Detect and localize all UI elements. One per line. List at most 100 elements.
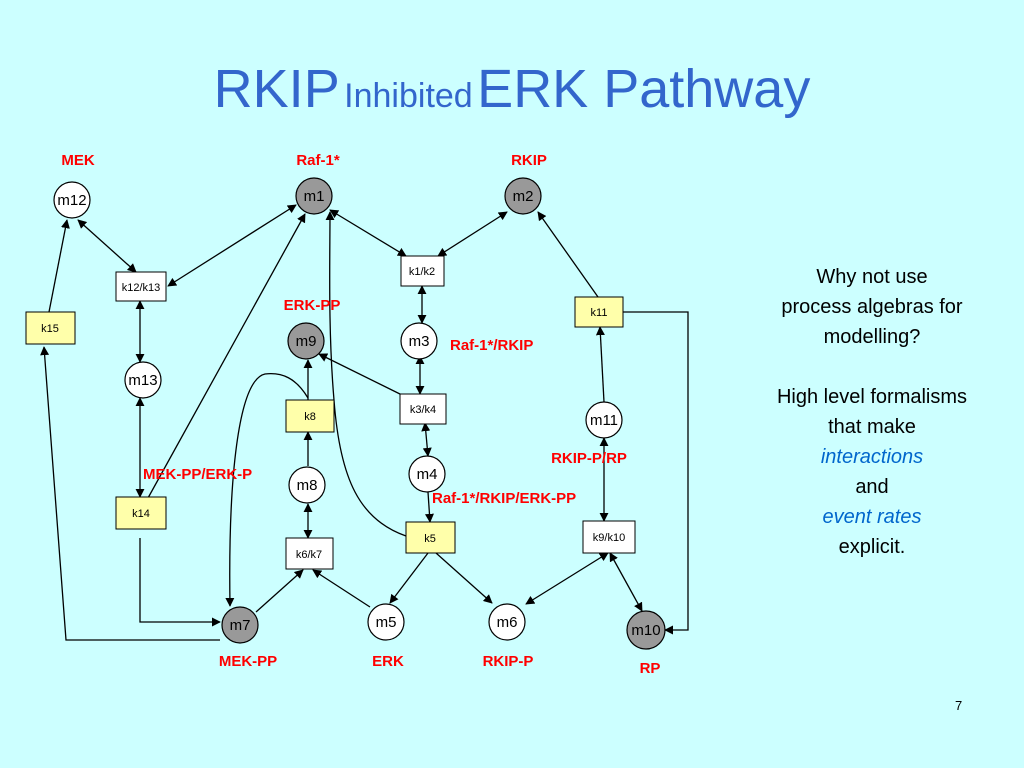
- edge-m7-k6k7: [255, 569, 304, 613]
- label-raf1rkiperkpp: Raf-1*/RKIP/ERK-PP: [432, 490, 576, 507]
- edge-k5-m5: [389, 552, 429, 604]
- node-m5-label: m5: [376, 614, 397, 631]
- node-m6: m6: [488, 603, 526, 641]
- title-part2: Inhibited: [344, 77, 473, 115]
- edge-m5-k6k7: [312, 569, 371, 608]
- node-m9: m9: [287, 322, 325, 360]
- reaction-k5-label: k5: [424, 533, 436, 545]
- side-note: Why not use process algebras for modelli…: [740, 262, 1004, 562]
- label-rkipp: RKIP-P: [483, 653, 534, 670]
- reaction-k8: k8: [285, 399, 335, 433]
- reaction-k3k4-label: k3/k4: [410, 404, 436, 416]
- side-spacer: [740, 352, 1004, 382]
- label-rkip: RKIP: [511, 152, 547, 169]
- node-m10: m10: [626, 610, 666, 650]
- reaction-k12k13-label: k12/k13: [122, 282, 161, 294]
- reaction-k1k2: k1/k2: [400, 255, 445, 287]
- label-rkipprp: RKIP-P/RP: [551, 450, 627, 467]
- edge-m1-k1k2: [329, 209, 407, 257]
- node-m11-label: m11: [590, 412, 618, 429]
- node-m12-label: m12: [57, 192, 86, 209]
- node-m1-label: m1: [304, 188, 325, 205]
- side-line-2: process algebras for: [781, 296, 963, 318]
- side-line-9: explicit.: [838, 536, 906, 558]
- edge-k5-m6: [435, 552, 493, 604]
- species-labels: MEK Raf-1* RKIP ERK-PP Raf-1*/RKIP RKIP-…: [61, 152, 660, 677]
- node-m10-label: m10: [631, 622, 660, 639]
- reaction-k9k10: k9/k10: [582, 520, 636, 554]
- edge-k11-m2: [537, 211, 599, 298]
- edge-k5-m1: [325, 211, 407, 537]
- reaction-k14-label: k14: [132, 508, 150, 520]
- side-line-3: modelling?: [823, 326, 921, 348]
- reaction-k11: k11: [574, 296, 624, 328]
- node-m8-label: m8: [297, 477, 318, 494]
- label-erk: ERK: [372, 653, 404, 670]
- edge-k11-m10: [618, 311, 689, 635]
- reaction-k1k2-label: k1/k2: [409, 266, 435, 278]
- side-line-6: interactions: [820, 446, 924, 468]
- label-mek: MEK: [61, 152, 95, 169]
- reaction-k3k4: k3/k4: [399, 393, 447, 425]
- edge-k8-m7: [225, 372, 309, 607]
- reaction-k14: k14: [115, 496, 167, 530]
- node-m3: m3: [400, 322, 438, 360]
- label-rp: RP: [640, 660, 661, 677]
- reaction-k5: k5: [405, 521, 456, 554]
- side-line-8: event rates: [822, 506, 922, 528]
- side-line-1: Why not use: [816, 266, 928, 288]
- node-m1: m1: [295, 177, 333, 215]
- nodes: m1 m2 m3 m4 m5 m6 m7 m8: [53, 177, 666, 650]
- node-m5: m5: [367, 603, 405, 641]
- edge-k1k2-m2: [437, 211, 508, 257]
- side-line-7: and: [855, 476, 889, 498]
- page-number: 7: [955, 698, 963, 713]
- edge-k3k4-m9: [318, 353, 405, 397]
- edge-k3k4-m4: [421, 422, 432, 457]
- edge-k9k10-m10: [609, 552, 643, 612]
- node-m3-label: m3: [409, 333, 430, 350]
- node-m12: m12: [53, 181, 91, 219]
- node-m7-label: m7: [230, 617, 251, 634]
- side-line-4: High level formalisms: [776, 386, 968, 408]
- edge-k14-m7: [139, 538, 221, 627]
- edge-m12-k12k13: [77, 219, 137, 273]
- reaction-k9k10-label: k9/k10: [593, 532, 625, 544]
- reaction-k6k7-label: k6/k7: [296, 549, 322, 561]
- title-part1: RKIP: [213, 59, 340, 119]
- edge-m11-k11: [595, 326, 605, 403]
- edge-m7-k15: [40, 346, 220, 641]
- side-line-5: that make: [828, 416, 916, 438]
- node-m11: m11: [585, 401, 623, 439]
- node-m8: m8: [288, 466, 326, 504]
- reaction-k8-label: k8: [304, 411, 316, 423]
- slide-title: RKIP Inhibited ERK Pathway: [0, 58, 1024, 120]
- node-m13-label: m13: [128, 372, 157, 389]
- label-mekpp: MEK-PP: [219, 653, 277, 670]
- edge-k12k13-m1: [167, 204, 297, 287]
- label-raf1: Raf-1*: [296, 152, 340, 169]
- reactions: k1/k2 k3/k4 k5 k6/k7 k8 k9/k10 k11 k12/: [25, 255, 636, 570]
- reaction-k6k7: k6/k7: [285, 537, 334, 570]
- edge-k14-m1: [147, 213, 306, 499]
- reaction-k15: k15: [25, 311, 76, 345]
- edge-k15-m12: [48, 219, 70, 313]
- node-m2: m2: [504, 177, 542, 215]
- edge-m6-k9k10: [525, 552, 609, 605]
- node-m13: m13: [124, 361, 162, 399]
- node-m4: m4: [408, 455, 446, 493]
- edge-m4-k5: [424, 491, 434, 523]
- reaction-k12k13: k12/k13: [115, 271, 167, 302]
- node-m6-label: m6: [497, 614, 518, 631]
- reaction-k15-label: k15: [41, 323, 59, 335]
- node-m9-label: m9: [296, 333, 317, 350]
- reaction-k11-label: k11: [591, 307, 608, 319]
- node-m7: m7: [221, 606, 259, 644]
- node-m4-label: m4: [417, 466, 438, 483]
- label-mekpperkp: MEK-PP/ERK-P: [143, 466, 252, 483]
- title-part3: ERK Pathway: [477, 59, 811, 119]
- label-erkpp: ERK-PP: [284, 297, 341, 314]
- node-m2-label: m2: [513, 188, 534, 205]
- label-raf1rkip: Raf-1*/RKIP: [450, 337, 533, 354]
